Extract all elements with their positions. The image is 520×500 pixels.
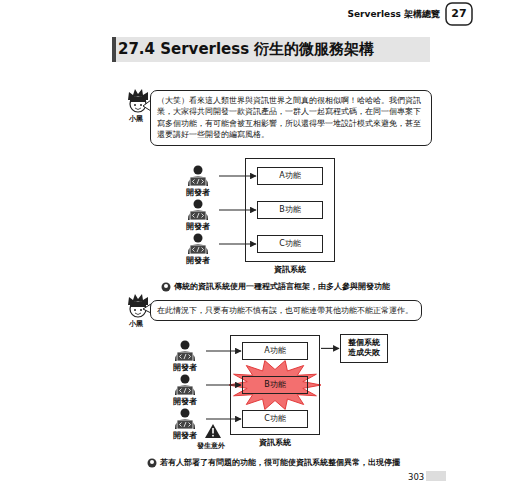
developer: 開發者 [178,165,218,198]
title-band [112,37,430,62]
developer: 開發者 [165,408,205,441]
figure-caption: 若有人部署了有問題的功能，很可能使資訊系統整個異常，出現停擺 [160,458,400,468]
developer: 開發者 [165,374,205,407]
character-name: 小黑 [129,114,143,124]
developer-label: 開發者 [178,221,218,232]
function-box: C功能 [242,410,308,428]
page-number: 303 [408,472,424,482]
developer-label: 開發者 [165,396,205,407]
system-box: 資訊系統A功能B功能C功能 [230,335,320,435]
function-box: B功能 [242,376,308,394]
title-mark [112,37,116,62]
speech-bubble: （大笑）看來這人類世界與資訊世界之間真的很相似啊！哈哈哈。我們資訊業，大家得共同… [150,90,432,146]
developer-icon [183,165,213,187]
box-text: C功能 [258,236,322,252]
developer: 開發者 [178,233,218,266]
box-text: C功能 [243,411,307,427]
box-text: A功能 [258,168,322,184]
character-name: 小黑 [129,319,143,329]
character-icon [128,294,148,317]
developer-icon [170,340,200,362]
function-box: A功能 [242,342,308,360]
system-label: 資訊系統 [231,437,319,448]
connector-arrow [206,418,241,419]
chapter-number: 27 [446,7,472,20]
developer-icon [170,408,200,430]
chapter-badge [446,3,472,25]
connector-arrow [219,209,256,210]
connector-arrow [219,175,256,176]
connector-arrow [206,350,241,351]
connector-arrow [321,348,339,349]
figure-caption: 傳統的資訊系統使用一種程式語言框架，由多人參與開發功能 [174,282,390,292]
failure-box: 整個系統造成失敗 [340,334,388,363]
developer-label: 開發者 [178,187,218,198]
developer: 開發者 [178,199,218,232]
box-text: B功能 [258,202,322,218]
developer-icon [170,374,200,396]
box-text: （大笑）看來這人類世界與資訊世界之間真的很相似啊！哈哈哈。我們資訊業，大家得共同… [157,95,425,141]
character-icon [128,89,148,112]
box-text: 整個系統造成失敗 [345,338,383,359]
function-box: A功能 [257,167,323,185]
function-box: B功能 [257,201,323,219]
developer-label: 開發者 [165,362,205,373]
developer-label: 開發者 [178,255,218,266]
warning-label: 發生意外 [197,441,225,451]
developer-label: 開發者 [165,430,205,441]
developer-icon [183,199,213,221]
connector-arrow [219,243,256,244]
developer: 開發者 [165,340,205,373]
box-text: A功能 [243,343,307,359]
running-header: Serverless 架構總覽 [348,8,440,21]
function-box: C功能 [257,235,323,253]
error-burst [229,361,321,410]
page-footer-mark [426,471,446,481]
warning-sign [205,424,221,438]
speech-bubble: 在此情況下，只要有功能不慎有誤，也可能連帶其他功能不能正常運作。 [150,300,422,321]
system-box: 資訊系統A功能B功能C功能 [245,158,335,262]
developer-icon [183,233,213,255]
box-text: 在此情況下，只要有功能不慎有誤，也可能連帶其他功能不能正常運作。 [157,305,415,316]
box-text: B功能 [243,377,307,393]
section-title: 27.4 Serverless 衍生的微服務架構 [118,40,374,59]
connector-arrow [206,384,241,385]
system-label: 資訊系統 [246,264,334,275]
